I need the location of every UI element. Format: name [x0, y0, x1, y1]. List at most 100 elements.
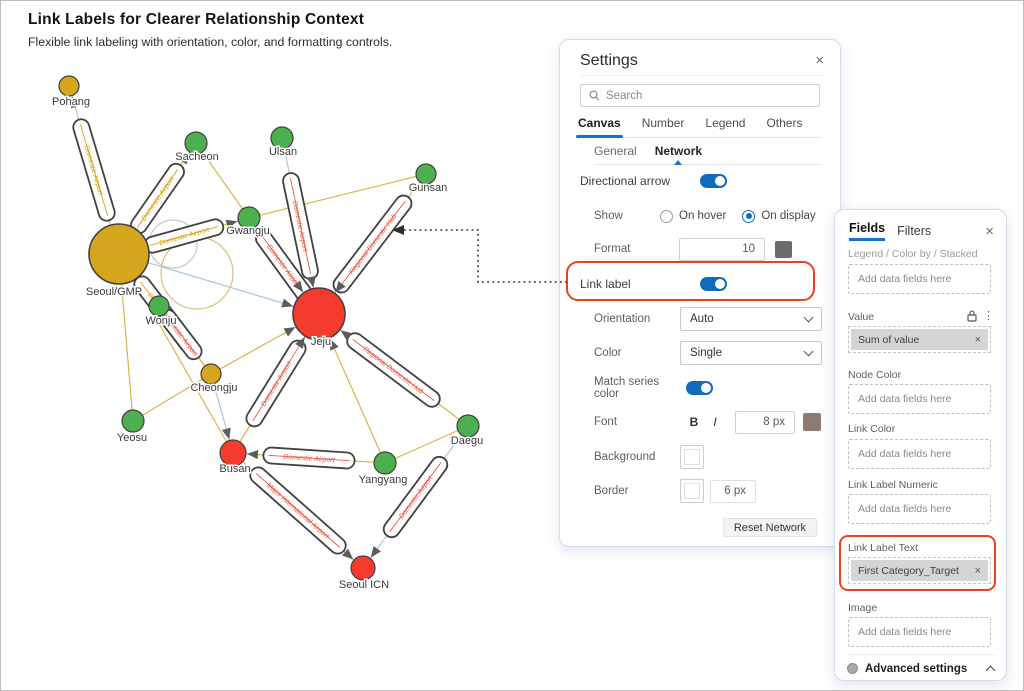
advanced-settings-row[interactable]: Advanced settings [847, 654, 996, 676]
direction-arrow-icon [283, 327, 296, 337]
tab-others[interactable]: Others [766, 116, 803, 130]
link-label-pill: Domestic Airport [72, 118, 116, 222]
bold-button[interactable]: B [689, 415, 699, 429]
layer-arrows [70, 96, 381, 560]
direction-arrow-icon [221, 427, 231, 440]
node-label-gunsan: Gunsan [409, 182, 448, 194]
tab-legend[interactable]: Legend [705, 116, 746, 130]
background-label: Background [594, 451, 656, 463]
directional-arrow-toggle[interactable] [700, 174, 727, 188]
node-busan[interactable] [219, 439, 247, 467]
node-wonju[interactable] [148, 295, 170, 317]
link-color-section-label: Link Color [848, 423, 896, 435]
node-daegu[interactable] [456, 414, 480, 438]
row-directional-arrow: Directional arrow [580, 169, 822, 193]
match-series-toggle[interactable] [686, 381, 713, 395]
advanced-settings-icon [847, 663, 858, 674]
legend-section-label: Legend / Color by / Stacked [848, 248, 978, 260]
node-sacheon[interactable] [184, 131, 208, 155]
node-color-drop-zone[interactable]: Add data fields here [848, 384, 991, 414]
direction-arrow-icon [335, 281, 346, 293]
search-icon [589, 90, 600, 101]
node-gunsan[interactable] [415, 163, 437, 185]
row-background: Background [580, 445, 822, 469]
link-label-strike-line [389, 462, 442, 532]
settings-title: Settings [580, 51, 638, 69]
value-drop-zone: Sum of value × [848, 326, 991, 353]
link-color-drop-zone[interactable]: Add data fields here [848, 439, 991, 469]
remove-icon[interactable]: × [974, 333, 981, 346]
border-color-swatch[interactable] [680, 479, 704, 503]
node-yangyang[interactable] [373, 451, 397, 475]
row-format: Format 10 [580, 237, 822, 261]
node-label-seoul_gmp: Seoul/GMP [86, 286, 142, 298]
tab-filters[interactable]: Filters [897, 224, 932, 238]
link-label-toggle[interactable] [700, 277, 727, 291]
link-label-strike-line [252, 345, 300, 422]
node-ulsan[interactable] [270, 126, 294, 150]
node-label-gwangju: Gwangju [226, 225, 269, 237]
value-chip[interactable]: Sum of value × [851, 329, 988, 350]
show-label: Show [594, 210, 623, 222]
value-chip-label: Sum of value [858, 333, 920, 346]
tab-fields[interactable]: Fields [849, 221, 886, 241]
search-placeholder: Search [606, 89, 643, 102]
direction-arrow-icon [179, 152, 190, 165]
lock-icon [967, 310, 977, 322]
layer-nodes [58, 75, 480, 581]
link-label-numeric-drop-zone[interactable]: Add data fields here [848, 494, 991, 524]
remove-icon[interactable]: × [974, 564, 981, 577]
link-label-pill: Regional Domestic Hub [346, 332, 441, 408]
border-width-input[interactable]: 6 px [710, 479, 756, 503]
node-yeosu[interactable] [121, 409, 145, 433]
kebab-menu-icon[interactable]: ⋮ [983, 310, 994, 322]
background-color-swatch[interactable] [680, 445, 704, 469]
node-gwangju[interactable] [237, 206, 261, 230]
node-seoul_gmp[interactable] [88, 223, 150, 285]
tab-number[interactable]: Number [641, 116, 685, 130]
format-size-input[interactable]: 10 [679, 237, 765, 261]
node-pohang[interactable] [58, 75, 80, 97]
image-drop-zone[interactable]: Add data fields here [848, 617, 991, 647]
link-label-text-chip[interactable]: First Category_Target × [851, 560, 988, 581]
direction-arrow-icon [341, 548, 354, 560]
italic-button[interactable]: I [713, 415, 717, 429]
link-label-strike-line [165, 315, 196, 354]
reset-network-button[interactable]: Reset Network [722, 518, 817, 537]
legend-drop-zone[interactable]: Add data fields here [848, 264, 991, 294]
node-label-jeju: Jeju [311, 336, 331, 348]
font-label: Font [594, 416, 618, 428]
row-link-label: Link label [580, 272, 822, 296]
subtab-network[interactable]: Network [655, 144, 702, 165]
node-color-section-label: Node Color [848, 369, 902, 381]
orientation-label: Orientation [594, 313, 651, 325]
row-match-series: Match series color [580, 376, 822, 400]
search-input[interactable]: Search [580, 84, 820, 107]
show-radio-group: On hover On display [660, 209, 816, 223]
link-line [195, 142, 250, 219]
direction-arrow-icon [340, 330, 353, 341]
link-label-strike-line [255, 473, 341, 548]
font-color-swatch[interactable] [803, 413, 821, 431]
close-icon[interactable]: × [815, 52, 824, 69]
node-seoul_icn[interactable] [350, 555, 376, 581]
row-orientation: Orientation Auto [580, 307, 822, 331]
node-jeju[interactable] [292, 287, 346, 341]
close-icon[interactable]: × [985, 222, 994, 240]
fields-panel: Fields Filters × Legend / Color by / Sta… [834, 209, 1007, 681]
format-color-swatch[interactable] [775, 240, 792, 258]
color-dropdown[interactable]: Single [680, 341, 822, 365]
node-cheongju[interactable] [200, 363, 222, 385]
orientation-dropdown[interactable]: Auto [680, 307, 822, 331]
directional-arrow-label: Directional arrow [580, 174, 671, 188]
color-value: Single [690, 347, 722, 359]
font-size-input[interactable]: 8 px [735, 410, 795, 434]
tab-canvas[interactable]: Canvas [576, 116, 623, 138]
radio-on-hover[interactable] [660, 209, 673, 223]
subtab-general[interactable]: General [594, 144, 637, 158]
value-section-icons: ⋮ [967, 309, 994, 322]
radio-on-display[interactable] [742, 209, 756, 223]
